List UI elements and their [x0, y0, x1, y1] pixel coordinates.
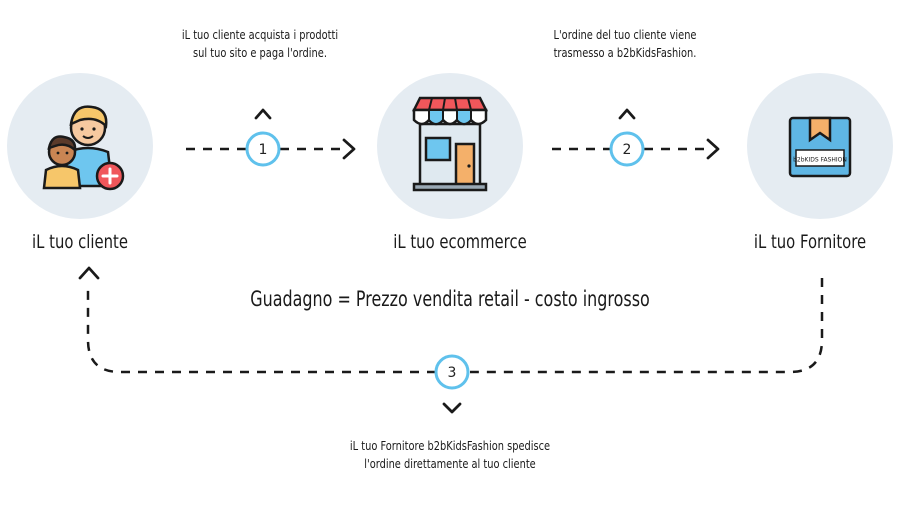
step-3-caption: iL tuo Fornitore b2bKidsFashion spedisce…	[319, 437, 581, 473]
shop-icon	[411, 96, 489, 192]
step-3-caption-line1: iL tuo Fornitore b2bKidsFashion spedisce	[349, 439, 551, 453]
arrow-2: 2	[552, 108, 720, 167]
arrow-1: 1	[186, 108, 356, 167]
arrow-3: 3	[78, 266, 824, 414]
profit-formula: Guadagno = Prezzo vendita retail - costo…	[250, 287, 650, 311]
ecommerce-label: iL tuo ecommerce	[393, 231, 527, 253]
chevron-up-icon	[254, 108, 272, 120]
step-1-caption-line2: sul tuo sito e paga l'ordine.	[193, 46, 327, 60]
step-3-caption-line2: l'ordine direttamente al tuo cliente	[364, 457, 536, 471]
box-icon: b2bKIDS FASHION	[788, 116, 852, 178]
fornitore-label: iL tuo Fornitore	[753, 231, 867, 253]
step-1-badge	[245, 131, 281, 167]
box-logo-text: b2bKIDS FASHION	[793, 157, 847, 164]
step-3-badge	[434, 354, 470, 390]
step-1-caption: iL tuo cliente acquista i prodotti sul t…	[153, 26, 366, 62]
step-2-number: 2	[623, 142, 632, 158]
step-3-number: 3	[448, 365, 457, 381]
step-2-caption-line2: trasmesso a b2bKidsFashion.	[553, 46, 697, 60]
step-1-number: 1	[259, 142, 268, 158]
customer-icon	[42, 105, 125, 191]
chevron-down-icon	[442, 402, 462, 414]
step-2-badge	[609, 131, 645, 167]
cliente-label: iL tuo cliente	[32, 231, 128, 253]
step-2-caption-line1: L'ordine del tuo cliente viene	[553, 28, 697, 42]
chevron-up-icon	[618, 108, 636, 120]
step-1-caption-line1: iL tuo cliente acquista i prodotti	[181, 28, 339, 42]
cliente-circle	[7, 73, 153, 219]
step-2-caption: L'ordine del tuo cliente viene trasmesso…	[518, 26, 731, 62]
